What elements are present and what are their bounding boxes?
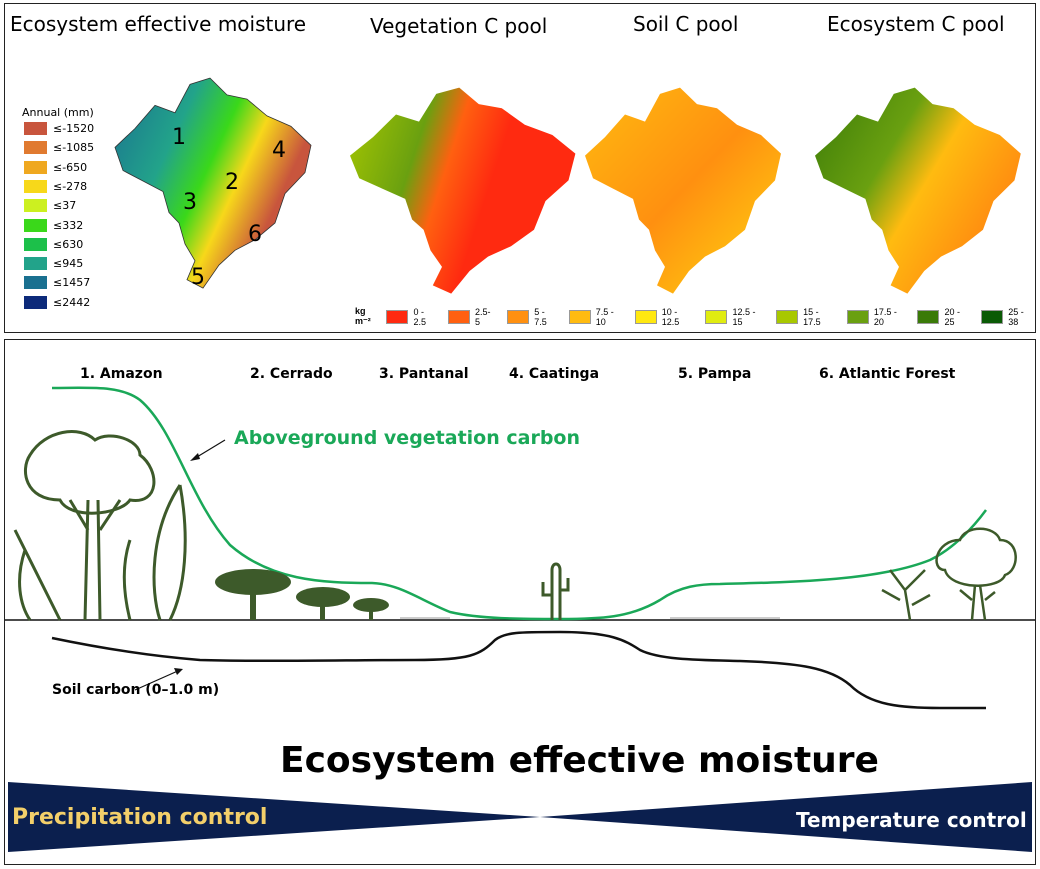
moisture-legend-item: ≤37 [24,199,77,213]
legend-swatch [24,199,47,213]
savanna-trees-icon [215,569,389,620]
legend-label: ≤-1520 [53,122,95,135]
biome-cerrado: 2. Cerrado [250,366,333,382]
atlantic-forest-trees-icon [881,527,1017,621]
carbon-legend-label: 25 - 38 [1008,306,1024,327]
carbon-legend-swatch [846,309,869,324]
carbon-legend-label: 10 - 12.5 [661,306,680,327]
biome-atlantic-forest: 6. Atlantic Forest [819,366,956,382]
carbon-legend: kg m⁻² 0 - 2.5 2.5- 5 5 - 7.5 7.5 - 10 10 - … [355,306,1040,327]
title-moisture: Ecosystem effective moisture [10,12,307,36]
legend-label: ≤630 [53,237,84,251]
legend-label: ≤332 [53,218,84,232]
biome-amazon: 1. Amazon [80,366,163,382]
moisture-legend-item: ≤-1085 [24,141,95,155]
title-ecosystem: Ecosystem C pool [827,12,1005,36]
biome-pampa: 5. Pampa [678,366,752,382]
carbon-legend-swatch [386,309,409,324]
biome-caatinga: 4. Caatinga [509,366,600,382]
carbon-legend-label: 5 - 7.5 [534,306,547,327]
legend-swatch [24,295,47,309]
carbon-legend-label: 2.5- 5 [474,306,491,327]
title-vegetation: Vegetation C pool [370,14,548,38]
soil-arrow-icon [134,669,181,691]
legend-label: ≤1457 [53,276,91,290]
precipitation-control-label: Precipitation control [12,805,268,830]
carbon-legend-swatch [917,309,940,324]
soil-carbon-label: Soil carbon (0–1.0 m) [52,682,220,698]
carbon-legend-swatch [447,309,470,324]
vegetation-carbon-curve [51,386,988,621]
legend-label: ≤2442 [53,295,91,309]
precipitation-wedge [8,782,540,852]
carbon-legend-swatch [634,309,657,324]
legend-label: ≤-650 [53,160,88,174]
region-1: 1 [172,125,186,150]
legend-swatch [24,237,47,251]
carbon-legend-label: 15 - 17.5 [803,306,821,327]
carbon-legend-label: 12.5 - 15 [732,306,756,327]
legend-swatch [24,160,47,174]
carbon-legend-swatch [507,309,530,324]
region-5: 5 [191,265,205,290]
region-4: 4 [272,138,286,163]
veg-carbon-label: Aboveground vegetation carbon [234,427,581,449]
legend-swatch [24,122,47,135]
carbon-legend-swatch [705,309,728,324]
temperature-control-label: Temperature control [796,808,1027,832]
gradient-diagram-panel [4,339,1036,865]
legend-swatch [24,218,47,232]
carbon-legend-label: 0 - 2.5 [413,306,426,327]
moisture-legend-item: ≤-278 [24,179,88,193]
temperature-wedge [540,782,1032,852]
legend-swatch [24,276,47,290]
moisture-legend-item: ≤-650 [24,160,88,174]
carbon-legend-label: 7.5 - 10 [595,306,614,327]
biome-pantanal: 3. Pantanal [379,366,469,382]
carbon-legend-swatch [568,309,591,324]
region-2: 2 [225,170,239,195]
carbon-legend-label: 17.5 - 20 [873,306,897,327]
legend-label: ≤-1085 [53,141,95,155]
region-3: 3 [183,190,197,215]
carbon-legend-label: 20 - 25 [944,306,960,327]
legend-swatch [24,179,47,193]
legend-swatch [24,257,47,271]
rainforest-trees-icon [13,430,187,621]
cactus-icon [541,562,570,620]
moisture-legend-item: ≤1457 [24,276,91,290]
moisture-legend-title: Annual (mm) [22,106,94,119]
carbon-legend-unit: kg m⁻² [355,306,371,326]
legend-label: ≤945 [53,257,84,271]
axis-title: Ecosystem effective moisture [280,740,879,781]
legend-swatch [24,141,47,155]
moisture-legend-item: ≤332 [24,218,84,232]
moisture-legend-item: ≤2442 [24,295,91,309]
moisture-legend-item: ≤-1520 [24,122,94,135]
legend-label: ≤37 [53,199,77,213]
legend-label: ≤-278 [53,179,88,193]
carbon-legend-swatch [981,309,1004,324]
soil-carbon-curve [51,630,986,710]
moisture-legend-item: ≤945 [24,257,84,271]
moisture-legend-item: ≤630 [24,237,84,251]
title-soil: Soil C pool [633,12,739,36]
maps-panel [4,3,1036,333]
carbon-legend-swatch [776,309,799,324]
region-6: 6 [248,222,262,247]
